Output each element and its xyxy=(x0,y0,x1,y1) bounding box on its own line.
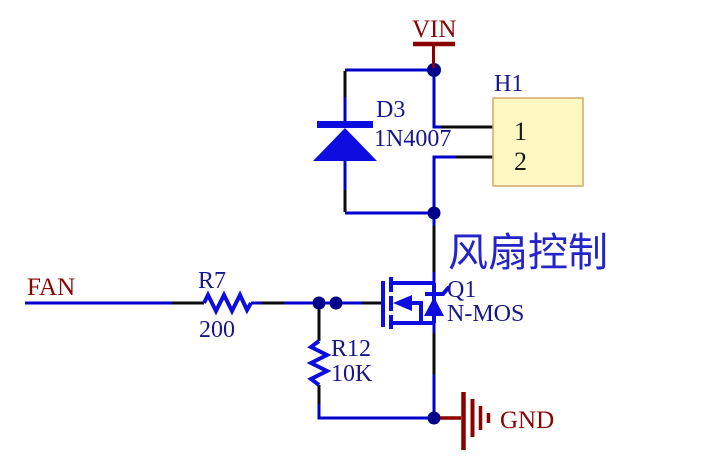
r12-value: 10K xyxy=(331,361,373,387)
connector-body xyxy=(492,97,584,187)
wire-vin-to-pin1 xyxy=(432,70,441,129)
wires xyxy=(25,68,493,420)
junction-vin xyxy=(427,63,441,77)
wire-bottom-rail xyxy=(317,404,434,420)
r7-designator: R7 xyxy=(198,268,226,294)
body-diode-cathode-bar-icon xyxy=(425,285,451,296)
mosfet-arrow-icon xyxy=(393,295,412,311)
junction-gate-a xyxy=(312,296,326,310)
d3-value: 1N4007 xyxy=(374,126,451,152)
component-d3-diode[interactable]: D3 1N4007 xyxy=(313,97,451,161)
resistor-zigzag-icon xyxy=(306,339,332,387)
junction-drain xyxy=(427,206,441,220)
r12-designator: R12 xyxy=(331,336,371,362)
fan-net-label[interactable]: FAN xyxy=(27,274,75,301)
component-r7-resistor[interactable]: R7 200 xyxy=(198,268,253,343)
power-port-vin[interactable]: VIN xyxy=(412,16,456,68)
component-q1-nmos[interactable]: Q1 N-MOS xyxy=(381,277,524,329)
diode-cathode-bar-icon xyxy=(317,121,373,128)
junctions xyxy=(312,63,441,425)
mosfet-body-stub xyxy=(411,301,423,322)
component-r12-resistor[interactable]: R12 10K xyxy=(306,336,373,387)
junction-gnd xyxy=(427,411,441,425)
resistor-zigzag-icon xyxy=(202,290,253,316)
body-diode-triangle-icon xyxy=(424,297,444,316)
h1-designator: H1 xyxy=(494,71,523,97)
q1-designator: Q1 xyxy=(447,277,476,303)
d3-designator: D3 xyxy=(376,97,405,123)
q1-value: N-MOS xyxy=(447,301,524,327)
r7-value: 200 xyxy=(199,317,235,343)
diode-triangle-icon xyxy=(313,128,377,161)
h1-pin2-number: 2 xyxy=(514,147,527,176)
junction-gate-b xyxy=(329,296,343,310)
gnd-net-label: GND xyxy=(500,407,554,434)
wire-pin2-to-drain xyxy=(432,155,456,213)
power-port-gnd[interactable]: GND xyxy=(440,392,554,450)
component-h1-connector[interactable]: H1 1 2 xyxy=(492,71,584,187)
vin-net-label: VIN xyxy=(412,16,456,43)
h1-pin1-number: 1 xyxy=(514,117,527,146)
fan-control-annotation[interactable]: 风扇控制 xyxy=(448,230,608,275)
